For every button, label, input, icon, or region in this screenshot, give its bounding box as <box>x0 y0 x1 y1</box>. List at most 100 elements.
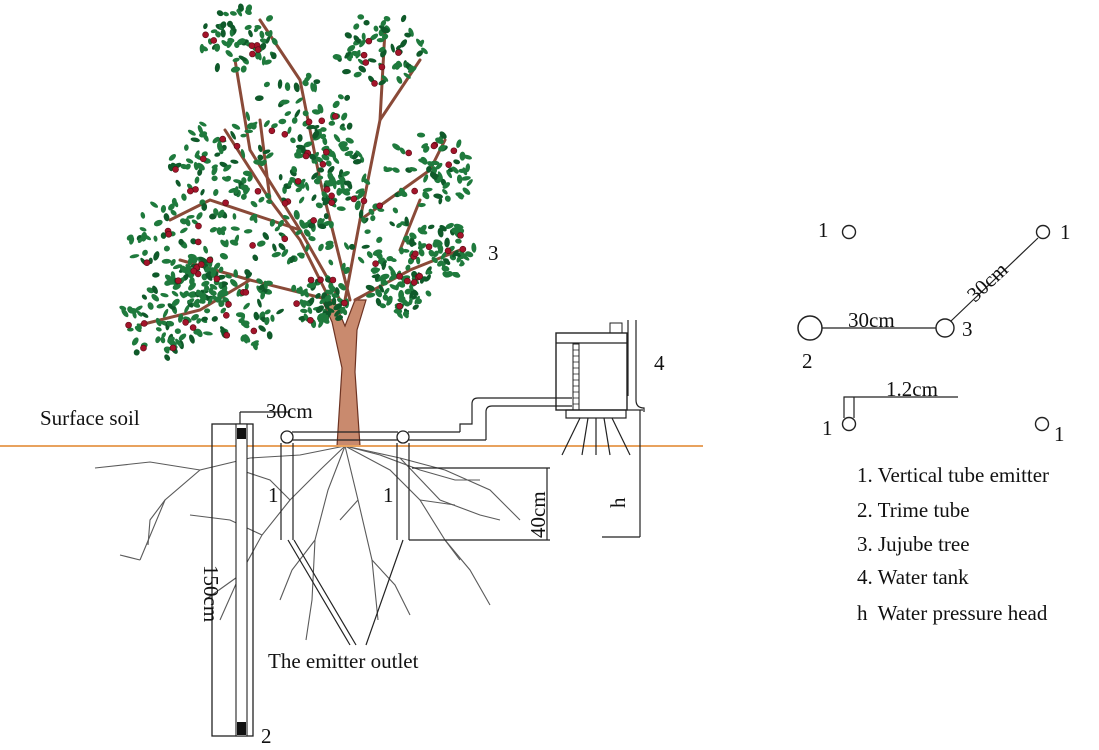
leaf <box>296 147 302 156</box>
leaf <box>187 298 195 304</box>
leaf <box>328 120 336 126</box>
leaf <box>266 331 273 340</box>
leaf <box>142 249 148 256</box>
jujube-fruit <box>317 276 324 284</box>
jujube-fruit <box>165 230 172 238</box>
leaf <box>444 237 450 248</box>
leaf <box>277 79 283 89</box>
leaf <box>223 164 232 172</box>
leaf <box>212 136 220 144</box>
leaf <box>293 210 300 220</box>
jujube-fruit <box>307 276 315 284</box>
jujube-fruit <box>281 130 289 138</box>
water-tank-number: 4 <box>654 351 665 375</box>
leaf <box>231 123 241 130</box>
leaf <box>445 222 454 229</box>
plan-trime-tube <box>797 315 823 341</box>
leaf <box>351 50 361 57</box>
leaf <box>416 50 424 57</box>
leaf <box>459 262 465 267</box>
legend-item-4: 4. Water tank <box>857 565 969 589</box>
plan-line-diagonal <box>950 237 1039 322</box>
leaf <box>291 166 298 174</box>
leaf <box>381 260 387 271</box>
leaf <box>341 262 346 271</box>
jujube-tree <box>119 3 477 447</box>
leaf <box>141 294 148 300</box>
leaf <box>245 9 252 16</box>
emitter-outlet-label: The emitter outlet <box>268 649 419 673</box>
leaf <box>383 166 389 173</box>
leaf <box>164 354 171 361</box>
leaf <box>229 239 239 246</box>
leaf <box>184 144 189 151</box>
leaf <box>259 159 267 167</box>
leaf <box>339 126 346 131</box>
leaf <box>223 11 229 17</box>
leaf <box>166 280 176 285</box>
leaf <box>321 153 330 161</box>
leaf <box>229 24 236 31</box>
leaf <box>164 274 173 282</box>
leaf <box>220 239 227 248</box>
leaf <box>268 30 273 38</box>
leaf <box>201 316 208 322</box>
leaf <box>389 221 395 227</box>
leaf <box>341 171 350 177</box>
leaf <box>377 208 385 212</box>
leaf <box>215 295 222 303</box>
leaf <box>361 244 370 249</box>
leaf <box>338 141 348 148</box>
jujube-fruit <box>140 344 147 352</box>
leaf <box>361 216 366 223</box>
leaf <box>276 308 284 315</box>
leaf <box>203 23 208 30</box>
jujube-fruit <box>223 312 230 319</box>
jujube-fruit <box>404 277 411 285</box>
jujube-fruit <box>360 51 368 59</box>
leaf <box>172 283 181 290</box>
jujube-fruit <box>293 300 300 307</box>
leaf <box>355 150 363 158</box>
jujube-fruit <box>410 279 418 286</box>
leaf <box>337 94 344 100</box>
jujube-fruit <box>362 59 370 66</box>
leaf <box>131 337 139 346</box>
leaf <box>322 137 328 146</box>
leaf <box>431 166 438 174</box>
leaf <box>383 287 390 295</box>
leaf <box>439 131 447 139</box>
leaf <box>305 72 312 79</box>
leaf <box>325 160 332 167</box>
plan-num-top-right: 1 <box>1060 220 1071 244</box>
leaf <box>409 238 415 247</box>
leaf <box>214 62 220 73</box>
leaf <box>404 32 412 38</box>
leaf <box>471 242 477 253</box>
leaf <box>381 75 389 82</box>
leaf <box>160 205 167 213</box>
tree-fruits <box>125 31 467 352</box>
leaf <box>357 190 365 199</box>
leaf <box>456 139 462 148</box>
leaf <box>196 212 203 220</box>
jujube-fruit <box>281 199 289 207</box>
leaf <box>258 144 263 153</box>
leaf <box>196 162 205 171</box>
jujube-fruit <box>310 217 317 224</box>
leaf <box>453 223 464 230</box>
leaf <box>324 180 333 186</box>
leaf <box>313 178 321 185</box>
leaf <box>354 200 361 211</box>
leaf <box>346 180 353 190</box>
leaf <box>245 111 251 122</box>
tree-foliage <box>119 3 477 361</box>
leaf <box>230 159 239 164</box>
leaf <box>226 38 233 48</box>
leaf <box>160 336 166 344</box>
trime-tube-number: 2 <box>261 724 272 745</box>
leaf <box>430 160 440 166</box>
leaf <box>240 65 247 73</box>
leaf <box>271 123 278 129</box>
leaf <box>392 143 401 151</box>
